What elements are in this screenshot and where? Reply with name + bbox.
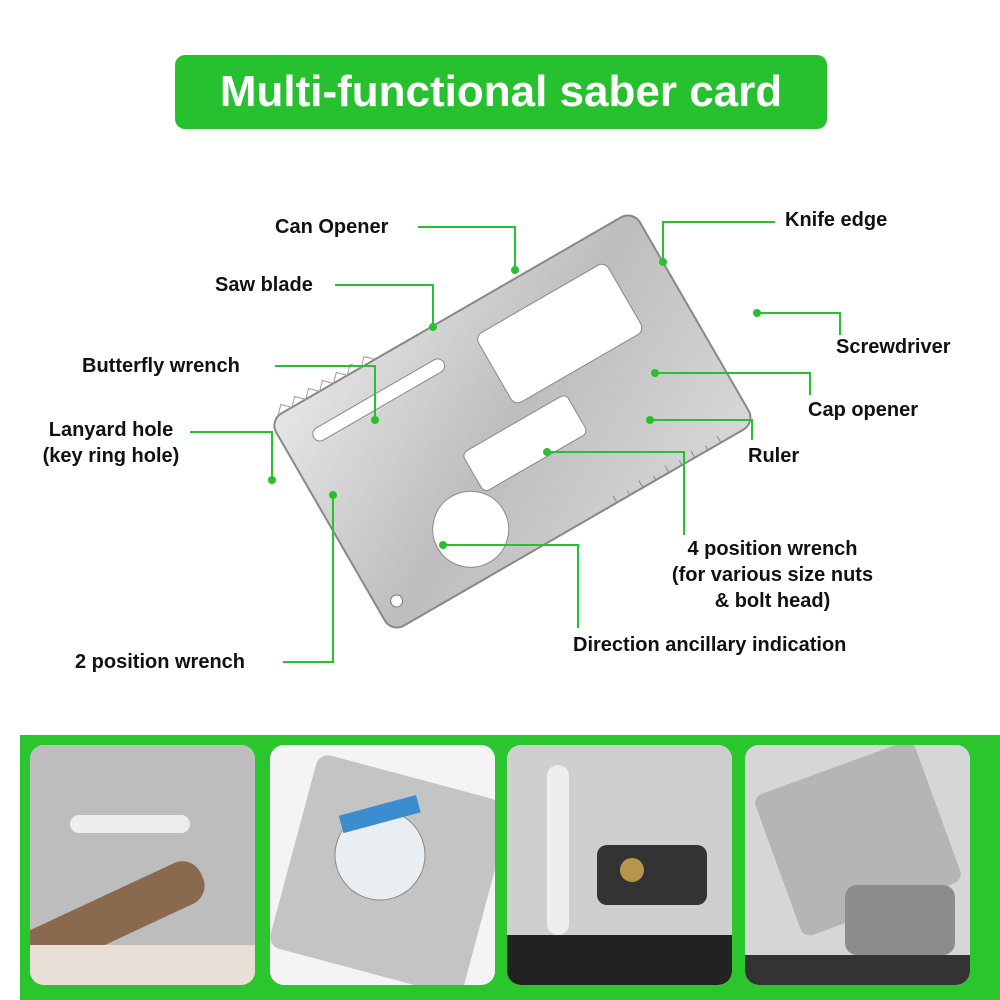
label-butterfly-wrench: Butterfly wrench	[82, 355, 240, 377]
saber-card-diagram	[190, 214, 841, 663]
label-cap-opener: Cap opener	[808, 399, 919, 421]
page-title: Multi-functional saber card	[175, 55, 827, 129]
label-4-position-wrench: 4 position wrench (for various size nuts…	[650, 536, 895, 614]
leader-dots	[268, 258, 761, 549]
label-2-position-wrench: 2 position wrench	[75, 651, 246, 673]
photo-screwdriver-use	[507, 745, 732, 985]
label-line: & bolt head)	[714, 590, 831, 612]
label-line: (for various size nuts	[671, 564, 874, 586]
label-line: (key ring hole)	[42, 445, 180, 467]
photo-bottle-cap-opener	[270, 745, 495, 985]
leader-lines	[190, 221, 841, 663]
label-direction-indication: Direction ancillary indication	[573, 634, 847, 656]
label-saw-blade: Saw blade	[215, 274, 313, 296]
label-line: Lanyard hole	[48, 419, 174, 441]
photo-wrench-use	[745, 745, 970, 985]
label-ruler: Ruler	[748, 445, 800, 467]
photo-saw-cutting-wood	[30, 745, 255, 985]
label-can-opener: Can Opener	[275, 216, 389, 238]
saber-card	[273, 214, 752, 629]
label-line: 4 position wrench	[687, 538, 858, 560]
label-knife-edge: Knife edge	[785, 209, 888, 231]
label-screwdriver: Screwdriver	[836, 336, 951, 358]
label-lanyard-hole: Lanyard hole (key ring hole)	[36, 417, 186, 469]
